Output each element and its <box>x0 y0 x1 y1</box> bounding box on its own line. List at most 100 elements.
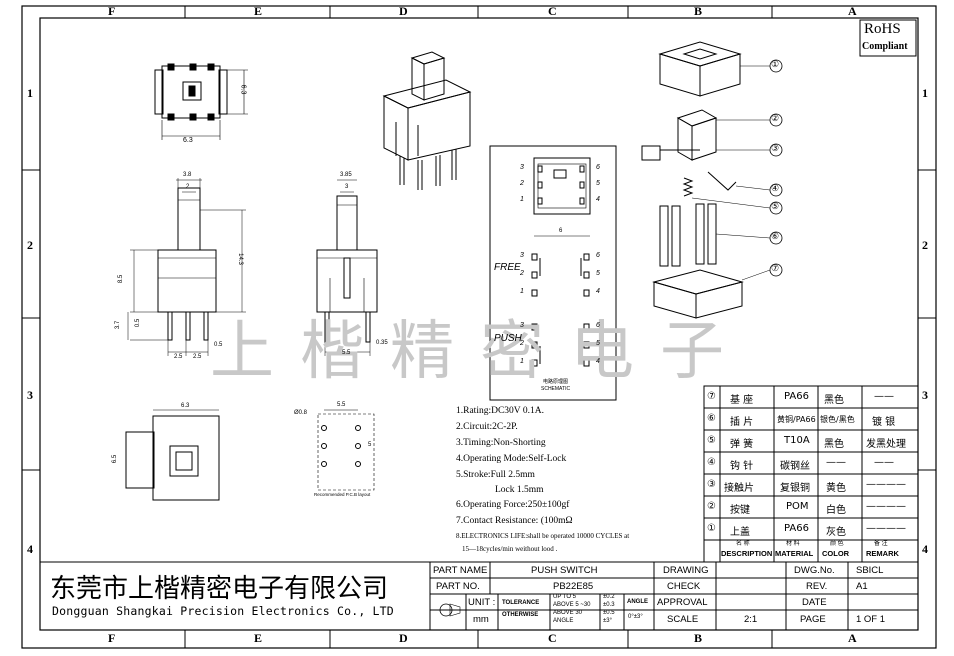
pcb-layout <box>317 409 375 491</box>
callout-1: ⑦ <box>771 263 780 273</box>
company-name-en: Dongguan Shangkai Precision Electronics … <box>52 604 394 618</box>
bom-name: 接触片 <box>724 483 754 494</box>
tb-tol-range: ABOVE 30 <box>553 610 583 616</box>
dim-front-25a: 2.5 <box>174 354 183 360</box>
spec-note: 6.Operating Force:250±100gf <box>456 500 570 510</box>
inner-frame <box>39 17 919 631</box>
bom-header-name-en: DESCRIPTION <box>721 549 773 558</box>
tb-check: CHECK <box>667 581 701 592</box>
bom-no: ① <box>707 523 716 534</box>
tb-page: 1 OF 1 <box>856 614 886 625</box>
dim-side-3: 3 <box>345 184 349 190</box>
dim-side-035: 0.35 <box>376 340 388 346</box>
zone-row-4-left: 4 <box>27 542 33 556</box>
bom-name: 插 片 <box>730 417 754 428</box>
dim-pcb-5: 5 <box>368 442 372 448</box>
dim-side-55: 5.5 <box>342 350 351 356</box>
bom-no: ③ <box>707 479 716 490</box>
tb-tolerance: TOLERANCE <box>502 600 540 606</box>
outer-frame <box>21 5 937 649</box>
rohs-title: RoHS <box>864 21 901 37</box>
bom-remark: ———— <box>866 523 906 534</box>
tb-tol-val: ±0.2 <box>603 594 615 600</box>
sch-push-pin-1: 1 <box>520 358 524 365</box>
dim-bottom-63: 6.3 <box>181 403 190 409</box>
zone-row-3-left: 3 <box>27 388 33 402</box>
tb-tol-val: ±3° <box>603 618 613 624</box>
callout-2: ② <box>771 113 780 123</box>
bom-remark: —— <box>874 391 894 402</box>
spec-note: 2.Circuit:2C-2P. <box>456 422 518 432</box>
bom-header-color-cn: 颜 色 <box>830 541 844 547</box>
bottom-view <box>125 409 220 501</box>
spec-note: Lock 1.5mm <box>495 485 544 495</box>
bom-remark: 发黑处理 <box>866 439 906 450</box>
watermark-char: 上 <box>210 315 274 389</box>
sch-label-cn: 电路原理图 <box>543 379 569 385</box>
tb-tol-range: UP TO 5 <box>553 594 577 600</box>
bom-no: ⑥ <box>707 413 716 424</box>
watermark-char: 密 <box>480 315 544 389</box>
tb-scale: 2:1 <box>744 614 758 625</box>
sch-free-pin-4: 4 <box>596 288 600 295</box>
sch-dim-6: 6 <box>559 228 563 234</box>
tb-drawing: DRAWING <box>663 565 709 576</box>
spec-note: 15—18cycles/min weithout lood . <box>462 545 558 553</box>
zone-col-f-bottom: F <box>108 631 116 645</box>
dim-front-85: 8.5 <box>118 274 125 284</box>
callout-4: ④ <box>771 183 780 193</box>
company-name-cn: 东莞市上楷精密电子有限公司 <box>50 574 389 604</box>
bom-name: 上盖 <box>730 527 750 538</box>
sch-pin-3: 3 <box>520 164 524 171</box>
zone-col-f-top: F <box>108 4 116 18</box>
sch-label-en: SCHEMATIC <box>541 386 571 392</box>
bom-remark: ———— <box>866 501 906 512</box>
dim-top-height: 6.3 <box>239 84 247 95</box>
sch-pin-4: 4 <box>596 196 600 203</box>
bom-material: T10A <box>784 435 810 446</box>
sch-push-pin-4: 4 <box>596 358 600 365</box>
zone-col-e-bottom: E <box>254 631 263 645</box>
tb-part-no: PB22E85 <box>553 581 594 592</box>
zone-col-a-bottom: A <box>848 631 857 645</box>
bom-header-remark-en: REMARK <box>866 549 899 558</box>
tb-tol-range: ABOVE 5 ~30 <box>553 602 591 608</box>
bom-color: 白色 <box>826 505 846 516</box>
tb-unit-label: UNIT : <box>468 597 496 608</box>
zone-col-b-bottom: B <box>694 631 703 645</box>
sch-free-pin-6: 6 <box>596 252 600 259</box>
zone-col-d-top: D <box>399 4 408 18</box>
dim-front-05a: 0.5 <box>135 318 142 328</box>
zone-col-e-top: E <box>254 4 263 18</box>
spec-note: 5.Stroke:Full 2.5mm <box>456 470 535 480</box>
bom-color: 黑色 <box>824 395 844 406</box>
sch-free-pin-2: 2 <box>520 270 524 277</box>
zone-col-c-bottom: C <box>548 631 557 645</box>
bom-material: 复银铜 <box>780 483 810 494</box>
sch-pin-5: 5 <box>596 180 600 187</box>
tb-part-name-label: PART NAME <box>433 565 488 576</box>
zone-row-3-right: 3 <box>922 388 928 402</box>
bom-color: 灰色 <box>826 527 846 538</box>
bom-material: 黄铜/PA66 <box>777 415 816 424</box>
schematic-box <box>489 145 617 401</box>
bom-remark: ———— <box>866 479 906 490</box>
dim-pcb-hole: Ø0.8 <box>294 410 308 416</box>
dim-front-143: 14.3 <box>236 253 243 265</box>
bom-name: 基 座 <box>730 395 754 406</box>
sch-push-pin-6: 6 <box>596 322 600 329</box>
bom-color: 银色/黑色 <box>820 415 855 424</box>
tb-scale-label: SCALE <box>667 614 699 625</box>
bom-remark: 镀 银 <box>872 417 896 428</box>
isometric-view <box>382 51 472 190</box>
sch-free-label: FREE <box>494 262 521 273</box>
tb-tol-val: ±0.3 <box>603 602 615 608</box>
tb-unit: mm <box>473 614 489 625</box>
bom-no: ⑦ <box>707 391 716 402</box>
dim-front-25b: 2.5 <box>193 354 202 360</box>
bom-name: 钩 针 <box>730 461 754 472</box>
tb-otherwise: OTHERWISE <box>502 612 539 618</box>
spec-note: 8.ELECTRONICS LIFE:shall be operated 100… <box>456 532 630 540</box>
bom-material: POM <box>786 501 809 512</box>
